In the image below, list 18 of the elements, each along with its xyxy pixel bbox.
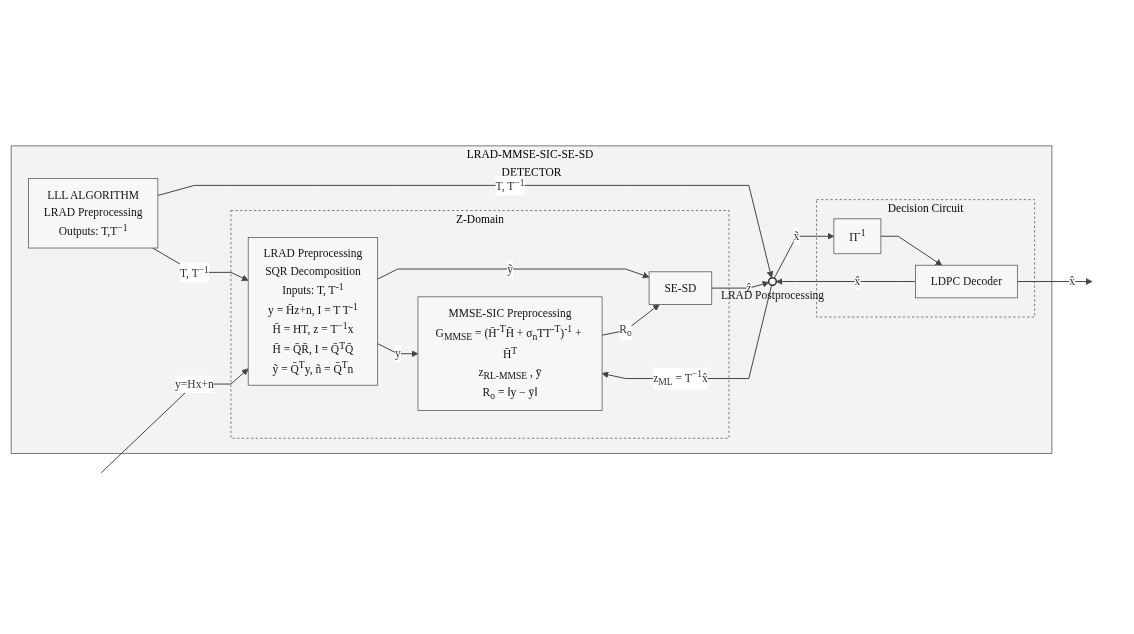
edge-label: T, T$^{−1}$ — [495, 177, 525, 193]
edge-label: y — [394, 347, 401, 360]
node-box: SE-SD — [648, 271, 713, 305]
edge-label: x̃ — [793, 229, 800, 243]
node-circle — [767, 276, 778, 287]
arrow — [601, 304, 660, 336]
edge-label: x̂ — [1069, 275, 1075, 288]
node-box: Π$^{-1}$ — [833, 218, 882, 255]
node-box: MMSE-SIC Preprocessing G$_{MMSE}$ = (H̄$^{-T}$H̄ + σ$_{n}$TT$^{-T}$)$^{-1}$ + H̄$^{T}$ z$_{RL-MMSE}$ , ȳ R$_{o}$ = ‖y − ȳ‖ — [417, 296, 603, 411]
edge-label: ỹ — [507, 262, 513, 275]
node-box: LLL ALGORITHM LRAD Preprocessing Outputs: T,T$^{−1}$ — [28, 178, 159, 249]
node-box: LRAD Preprocessing SQR Decomposition Inputs: T, T$^{-1}$ y = H̄z+n, I = T T$^{-1}$ H̄ = HT, z = T$^{−1}$x H̄ = Q̄R̄, I = Q̄$^{T}$Q̄ ỹ = Q̄$^{T}$y, ñ = Q̄$^{T}$n — [247, 237, 379, 386]
edge-label: T, T$^{−1}$ — [179, 264, 209, 280]
edge-label: R$_{o}$ — [619, 322, 632, 339]
node-box: LDPC Decoder — [915, 264, 1018, 299]
edge-label: y=Hx+n — [175, 377, 214, 391]
edge-label: x̂ — [854, 275, 861, 288]
edge-label: z$_{ML}$ = T$^{−1}$x̂ — [653, 369, 708, 388]
